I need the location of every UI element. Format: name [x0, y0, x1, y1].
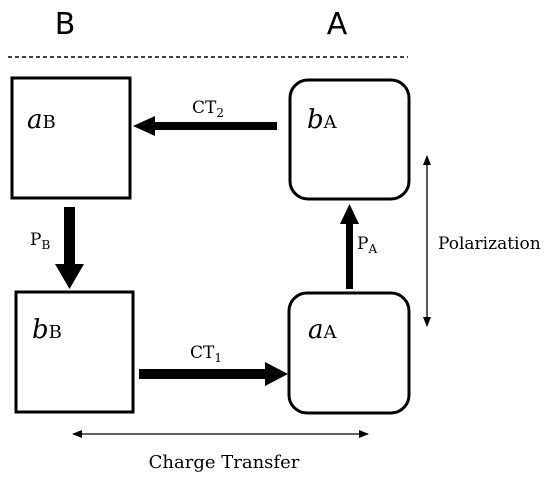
ct2-arrow: [133, 116, 277, 136]
box-a-b: [10, 76, 132, 200]
box-a-a: [287, 291, 411, 415]
box-b-a: [288, 78, 411, 201]
ct1-label: CT1: [190, 343, 222, 365]
pb-label: PB: [30, 230, 50, 252]
polarization-label: Polarization: [438, 234, 541, 254]
charge-transfer-label: Charge Transfer: [149, 452, 300, 473]
ct2-label: CT2: [192, 98, 224, 120]
box-label-b-a: bA: [307, 105, 338, 135]
box-label-a-b: aB: [27, 105, 56, 135]
header-a: A: [327, 7, 348, 42]
box-label-a-a: aA: [308, 315, 338, 345]
box-label-b-b: bB: [32, 315, 62, 345]
ct1-arrow: [139, 362, 288, 386]
box-b-b: [14, 290, 135, 414]
pa-label: PA: [357, 234, 377, 256]
pa-arrow: [340, 204, 359, 289]
header-b: B: [55, 7, 76, 42]
pb-arrow: [55, 207, 84, 289]
